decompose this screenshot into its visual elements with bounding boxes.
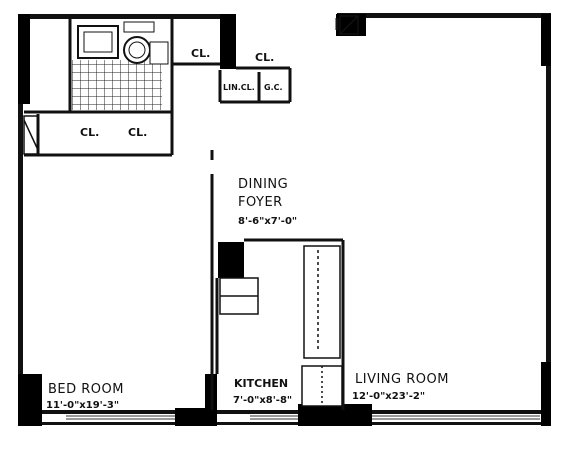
closet-labels: CL. CL. LIN.CL. G.C. CL. CL. (80, 47, 283, 139)
living-room-dimensions: 12'-0"x23'-2" (352, 391, 425, 402)
wall-blocks (18, 14, 551, 426)
gc-label: G.C. (264, 83, 283, 92)
bedroom-dimensions: 11'-0"x19'-3" (46, 400, 119, 411)
kitchen-label: KITCHEN (234, 377, 288, 390)
closet-label-top-right: CL. (255, 51, 274, 64)
closet-label-bath-left: CL. (80, 126, 99, 139)
kitchen-dimensions: 7'-0"x8'-8" (233, 395, 292, 406)
bathroom-fixtures (77, 21, 169, 65)
closet-label-bath-right: CL. (128, 126, 147, 139)
dining-foyer-dimensions: 8'-6"x7'-0" (238, 216, 297, 227)
dining-foyer-label-1: DINING (238, 177, 288, 192)
living-room-label: LIVING ROOM (355, 372, 449, 387)
kitchen-counters (219, 245, 343, 407)
bathroom-tile-floor (72, 60, 162, 110)
windows (66, 415, 540, 420)
interior-walls (24, 18, 345, 410)
dining-foyer-label-2: FOYER (238, 195, 283, 210)
exterior-walls (18, 13, 551, 425)
bedroom-label: BED ROOM (48, 382, 124, 397)
closet-label-top-left: CL. (191, 47, 210, 60)
linen-closet-label: LIN.CL. (223, 83, 255, 92)
room-labels: BED ROOM 11'-0"x19'-3" DINING FOYER 8'-6… (46, 177, 449, 411)
door-swings (23, 15, 359, 155)
